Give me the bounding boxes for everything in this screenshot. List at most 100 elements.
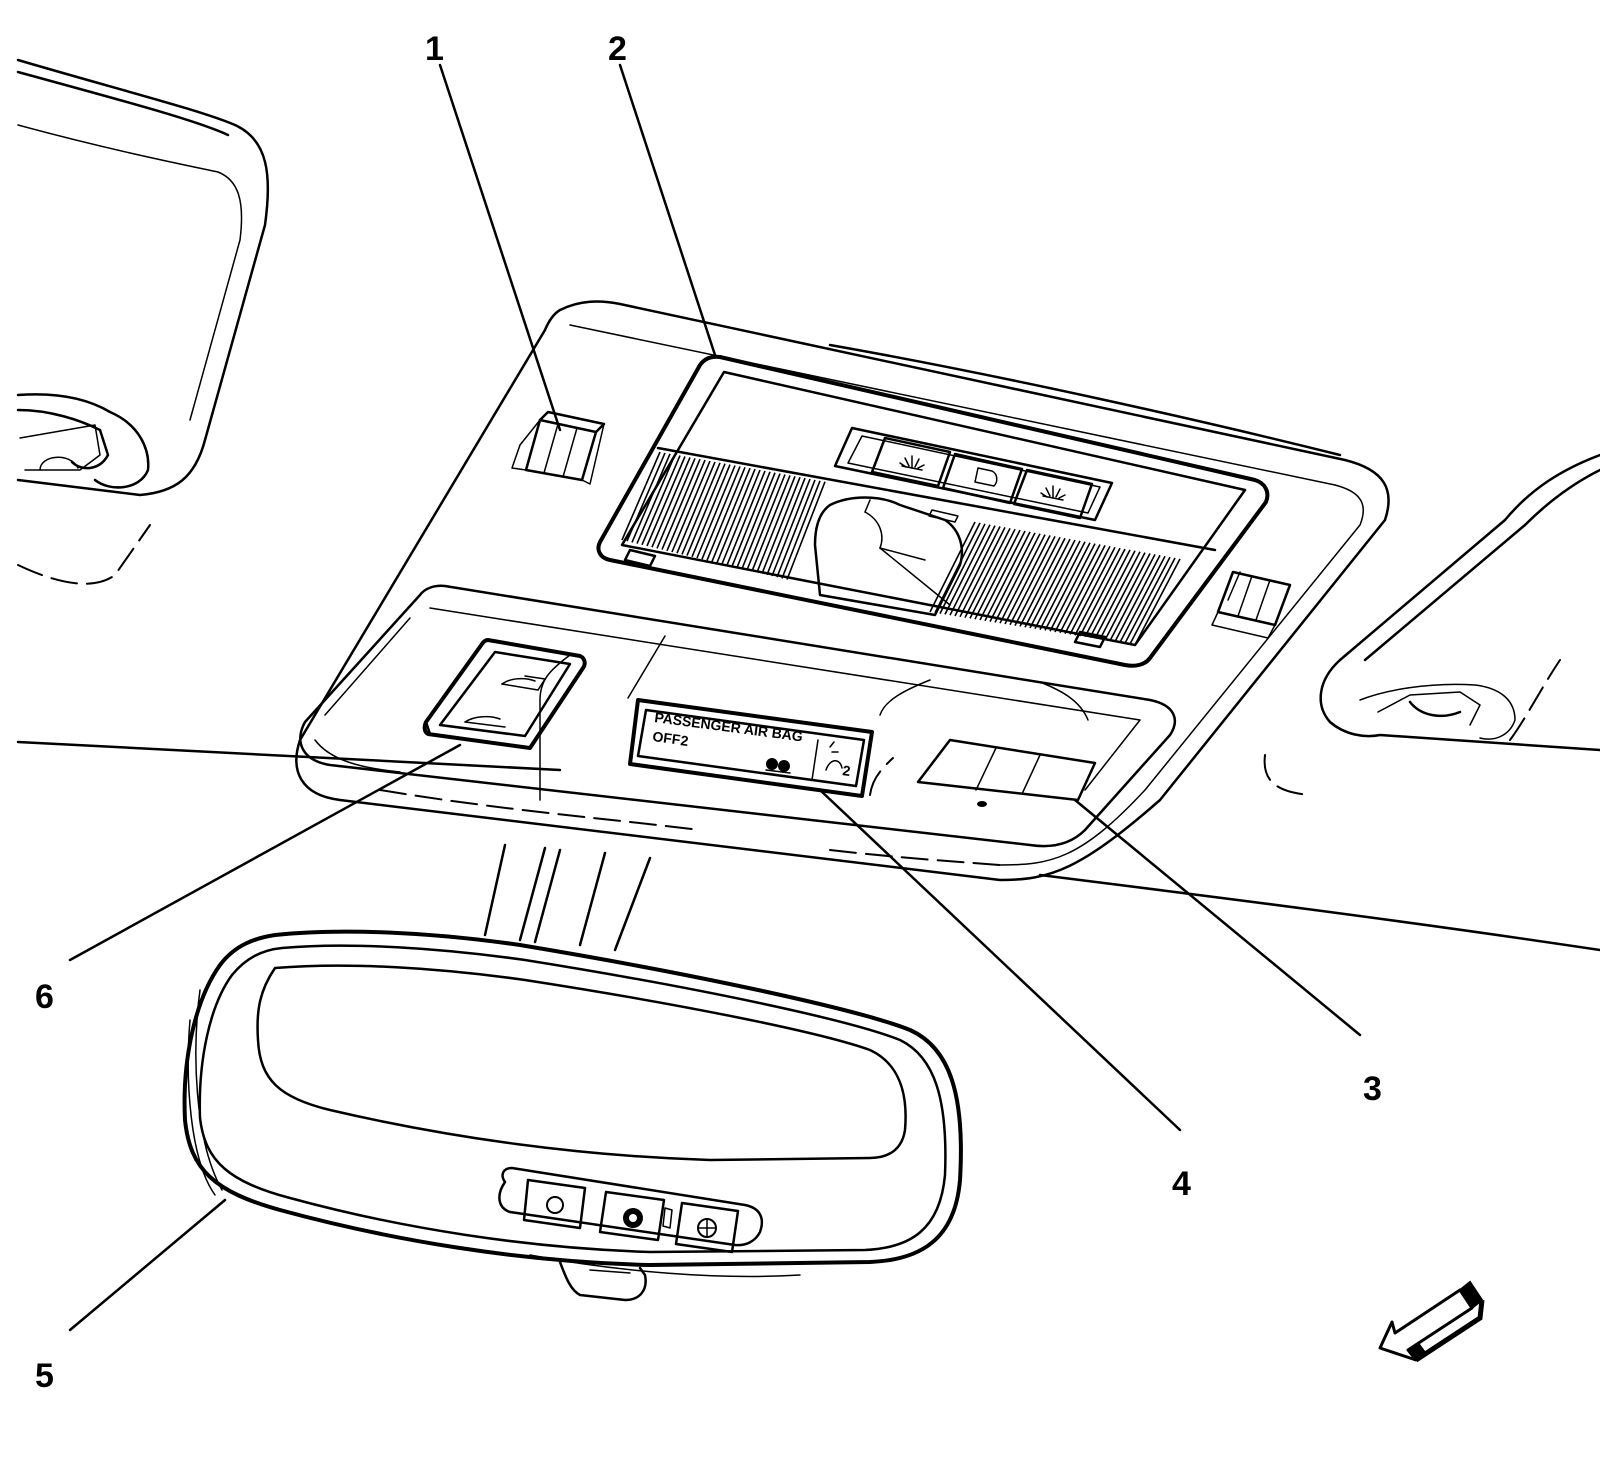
lens-hatch-line	[781, 480, 821, 579]
airbag-indicator: PASSENGER AIR BAG OFF 2 2	[628, 698, 874, 798]
lens-hatch-line	[1099, 552, 1146, 640]
lens-hatch-line	[741, 473, 781, 570]
headliner-edge-right	[1038, 873, 1600, 952]
callout-3: 3	[1363, 1070, 1382, 1108]
lens-hatch-line	[656, 457, 696, 549]
headliner-edge-top	[828, 343, 1342, 457]
leader-6	[68, 743, 462, 962]
sunroof-switch[interactable]	[422, 638, 587, 750]
lens-hatch-line	[1134, 558, 1181, 646]
lens-hatch-line	[676, 461, 716, 554]
overhead-console	[295, 300, 1390, 882]
callout-4: 4	[1172, 1165, 1191, 1203]
headliner-edge-left	[16, 740, 562, 772]
lens-hatch-line	[959, 527, 1006, 618]
lens-hatch-line	[671, 460, 711, 553]
lens-hatch-line	[1029, 539, 1076, 629]
lens-hatch-line	[651, 457, 691, 548]
lens-hatch-line	[731, 471, 771, 567]
lens-hatch-line	[711, 467, 751, 562]
lens-hatch-line	[776, 479, 816, 578]
svg-text:2: 2	[680, 732, 690, 749]
lens-hatch-line	[1054, 544, 1101, 633]
lens-hatch-line	[696, 465, 736, 559]
door-icon	[974, 467, 998, 487]
lens-hatch-line	[1039, 541, 1086, 630]
lens-hatch-line	[969, 528, 1016, 619]
leader-lines	[68, 63, 1362, 1332]
lens-hatch-line	[1034, 540, 1081, 630]
lens-hatch-line	[746, 474, 786, 571]
lens-hatch-line	[1009, 536, 1056, 626]
lens-hatch-line	[974, 529, 1021, 620]
lens-hatch-line	[1124, 556, 1171, 644]
lens-hatch-line	[1024, 538, 1071, 628]
lens-hatch-line	[984, 531, 1031, 622]
lens-hatch-line	[756, 476, 796, 573]
lens-hatch-line	[1094, 551, 1141, 639]
lens-hatch-line	[939, 523, 986, 614]
seat-occupant-icon: 2	[765, 741, 852, 779]
lens-hatch-line	[929, 521, 976, 613]
lens-hatch-line	[1104, 553, 1151, 641]
lens-hatch-line	[1114, 554, 1161, 642]
lens-hatch-line	[771, 478, 811, 577]
lens-hatch-line	[701, 466, 741, 560]
lens-hatch-line	[1089, 550, 1136, 638]
lens-hatch-line	[1129, 557, 1176, 645]
lens-hatch-line	[636, 454, 676, 544]
lens-hatch-line	[646, 456, 686, 547]
lens-hatch-line	[1074, 547, 1121, 636]
mirror-button-icons	[546, 1196, 717, 1238]
leader-3	[1073, 798, 1362, 1037]
overhead-sensor-panel	[916, 738, 1097, 807]
lens-hatch-line	[661, 458, 701, 550]
lens-hatch-line	[621, 451, 661, 541]
lens-hatch-line	[1084, 549, 1131, 638]
lens-hatch-line	[686, 463, 726, 556]
lens-hatch-line	[766, 477, 806, 576]
lens-hatch-line	[761, 476, 801, 574]
sunroof-icon	[464, 675, 546, 728]
lens-hatch-line	[721, 469, 761, 565]
lens-hatch-line	[1119, 555, 1166, 643]
lens-hatch-line	[786, 481, 826, 580]
lens-hatch-line	[716, 468, 756, 564]
mirror-mount-stem	[483, 843, 652, 952]
lens-hatch-line	[1044, 542, 1091, 631]
callout-6: 6	[35, 978, 54, 1016]
switch-bank-right	[1211, 570, 1292, 639]
dome-lamp-assembly[interactable]	[596, 354, 1270, 668]
lens-hatch-line	[1014, 536, 1061, 626]
lens-hatch-line	[999, 534, 1046, 624]
lens-hatch-line	[989, 532, 1036, 622]
leader-4	[818, 788, 1182, 1132]
lens-hatch-line	[706, 466, 746, 561]
direction-arrow-icon	[1378, 1280, 1485, 1363]
lens-hatch-line	[726, 470, 766, 566]
lens-hatch-line	[949, 525, 996, 616]
lens-hatch-line	[944, 524, 991, 615]
leader-2	[618, 63, 717, 357]
lens-hatch-line	[681, 462, 721, 555]
lens-hatch-line	[994, 533, 1041, 623]
lens-hatch-line	[631, 453, 671, 543]
airbag-off-text: OFF	[652, 728, 682, 748]
rearview-mirror[interactable]	[182, 929, 963, 1302]
reading-lamp-icon	[1040, 485, 1066, 501]
callout-1: 1	[425, 30, 444, 68]
lens-hatch-line	[1064, 545, 1111, 634]
lens-hatch-line	[1069, 546, 1116, 635]
lens-hatch-line	[626, 452, 666, 542]
lens-hatch-line	[1109, 554, 1156, 642]
lens-hatch-line	[1079, 548, 1126, 637]
lens-hatch-line	[954, 526, 1001, 617]
switch-bank-left	[511, 410, 606, 485]
lens-hatch-line	[666, 459, 706, 552]
lens-hatch-line	[979, 530, 1026, 621]
lens-hatch-line	[964, 527, 1011, 618]
dome-lamp-icon	[899, 455, 925, 471]
lens-hatch-line	[736, 472, 776, 568]
